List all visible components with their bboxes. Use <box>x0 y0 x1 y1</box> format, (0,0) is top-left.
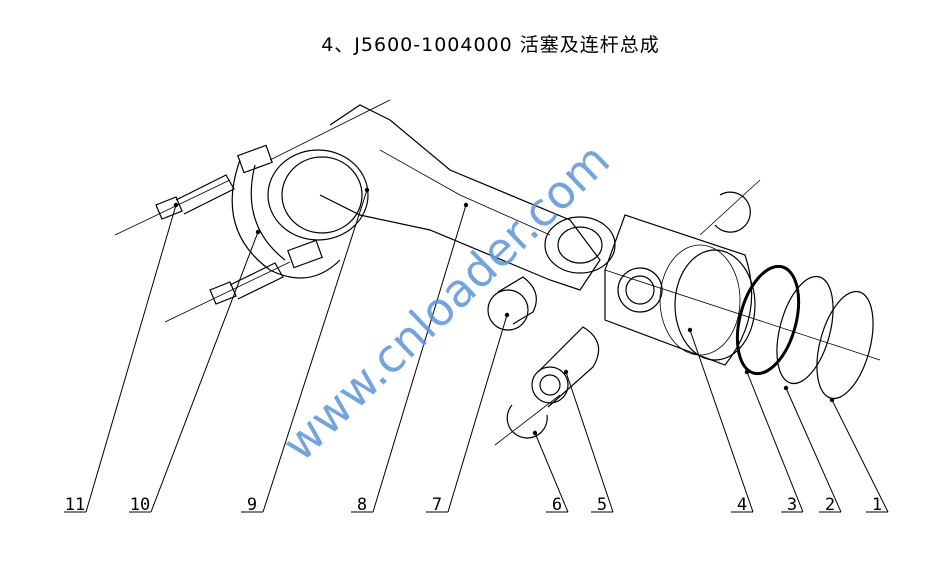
callout-group: 11 10 9 8 7 6 5 4 3 2 1 <box>64 187 889 515</box>
connecting-rod <box>269 99 616 291</box>
leader-line <box>534 432 569 513</box>
piston <box>604 214 881 366</box>
leader-dot <box>783 385 789 391</box>
callout-number-11: 11 <box>65 495 85 515</box>
callout-number-5: 5 <box>597 495 607 515</box>
callout-number-1: 1 <box>872 495 882 515</box>
top-compression-ring <box>816 290 874 400</box>
piston-pin <box>531 326 600 408</box>
leader-line <box>372 204 467 513</box>
leader-dot <box>563 369 569 375</box>
leader-line <box>785 387 842 513</box>
leader-dot <box>532 430 538 436</box>
callout-number-10: 10 <box>130 495 150 515</box>
callout-number-8: 8 <box>357 495 367 515</box>
leader-line <box>447 314 508 513</box>
second-compression-ring <box>776 275 834 385</box>
diagram-title: 4、J5600-1004000 活塞及连杆总成 <box>321 34 660 56</box>
leader-line <box>262 189 368 513</box>
leader-line <box>746 371 804 513</box>
callout-number-6: 6 <box>552 495 562 515</box>
callout-number-2: 2 <box>825 495 835 515</box>
leader-line <box>565 371 614 513</box>
leader-line <box>689 329 754 513</box>
connecting-rod-bolt-lower <box>164 261 291 323</box>
leader-line <box>85 204 177 513</box>
circlip-lower <box>494 394 561 446</box>
leader-dot <box>255 229 261 235</box>
bearing-shell <box>267 149 369 241</box>
small-end-bushing <box>487 276 537 331</box>
leader-dot <box>829 397 835 403</box>
callout-number-7: 7 <box>432 495 442 515</box>
leader-dot <box>173 202 179 208</box>
callout-number-3: 3 <box>787 495 797 515</box>
circlip-upper <box>699 179 761 236</box>
leader-dot <box>364 187 370 193</box>
leader-line <box>831 399 889 513</box>
connecting-rod-bolt-upper <box>114 174 235 236</box>
leader-dot <box>744 369 750 375</box>
leader-line <box>150 231 259 513</box>
callout-number-4: 4 <box>737 495 747 515</box>
connecting-rod-cap <box>231 144 341 279</box>
callout-number-9: 9 <box>247 495 257 515</box>
leader-dot <box>687 327 693 333</box>
leader-dot <box>463 202 469 208</box>
leader-dot <box>504 312 510 318</box>
oil-control-ring <box>735 264 801 376</box>
